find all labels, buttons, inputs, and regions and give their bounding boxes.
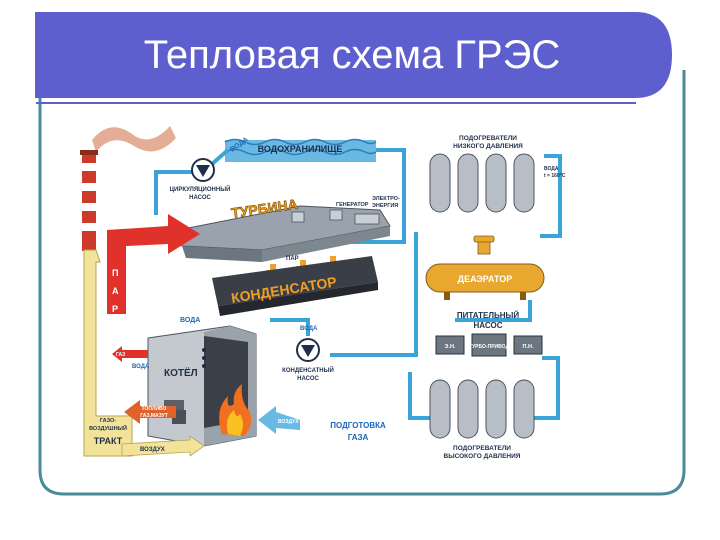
air-arrow-right: [258, 406, 300, 434]
hp-line1: ПОДОГРЕВАТЕЛИ: [453, 445, 511, 452]
gas-prep-line2: ГАЗА: [348, 433, 369, 442]
diagram: ВОДОХРАНИЛИЩЕ ВОДА ЦИРКУЛЯЦИОННЫЙ НАСОС: [80, 126, 566, 460]
water-temp-line2: t = 160°C: [544, 173, 566, 179]
deaerator: ДЕАЭРАТОР: [425, 235, 545, 300]
fuel-arrow: [124, 400, 176, 424]
steam-label-p: П: [112, 268, 118, 278]
lp-line2: НИЗКОГО ДАВЛЕНИЯ: [453, 143, 523, 150]
smoke: [92, 126, 176, 152]
tract-line2: ВОЗДУШНЫЙ: [89, 424, 127, 432]
reservoir: ВОДОХРАНИЛИЩЕ: [224, 138, 377, 162]
air-label: ВОЗДУХ: [278, 419, 299, 425]
lp-heaters: ПОДОГРЕВАТЕЛИ НИЗКОГО ДАВЛЕНИЯ ВОДА t = …: [429, 135, 566, 213]
steam-arrow: [107, 214, 200, 314]
hp-line2: ВЫСОКОГО ДАВЛЕНИЯ: [444, 453, 521, 460]
pump-box-2: ТУРБО-ПРИВОД: [469, 344, 509, 350]
fuel-line2: ГАЗ,МАЗУТ: [140, 413, 168, 419]
page-title: Тепловая схема ГРЭС: [144, 33, 561, 77]
title-banner: [35, 12, 672, 98]
feed-pump-line1: ПИТАТЕЛЬНЫЙ: [457, 311, 519, 320]
circ-pump-line1: ЦИРКУЛЯЦИОННЫЙ: [170, 185, 231, 193]
power-line1: ЭЛЕКТРО-: [372, 196, 400, 202]
lp-line1: ПОДОГРЕВАТЕЛИ: [459, 135, 517, 142]
steam-small-label: ПАР: [286, 256, 299, 262]
gas-prep-box: ПОДГОТОВКА ГАЗА: [318, 414, 392, 448]
feed-pump-line2: НАСОС: [474, 321, 503, 330]
cond-pump-line1: КОНДЕНСАТНЫЙ: [282, 366, 334, 374]
pump-box-1: Э.Н.: [445, 344, 456, 350]
tract-line1: ГАЗО-: [100, 418, 116, 424]
content-frame: [38, 70, 686, 496]
pump-box-3: П.Н.: [523, 344, 534, 350]
circulation-pump: ЦИРКУЛЯЦИОННЫЙ НАСОС: [170, 158, 231, 201]
reservoir-label: ВОДОХРАНИЛИЩЕ: [258, 144, 343, 154]
air-bottom-label: ВОЗДУХ: [140, 447, 165, 453]
water-mid-label: ВОДА: [180, 317, 200, 324]
circ-pump-line2: НАСОС: [189, 195, 211, 201]
fuel-line1: ТОПЛИВО: [142, 406, 167, 412]
hp-heaters: ПОДОГРЕВАТЕЛИ ВЫСОКОГО ДАВЛЕНИЯ: [429, 379, 535, 460]
boiler: КОТЁЛ: [147, 325, 257, 447]
steam-label-r: Р: [112, 304, 118, 314]
water-temp-line1: ВОДА: [544, 166, 559, 172]
tract-line3: ТРАКТ: [94, 436, 123, 446]
gas-prep-line1: ПОДГОТОВКА: [330, 421, 386, 430]
chimney: [80, 150, 98, 251]
power-line2: ЭНЕРГИЯ: [372, 203, 398, 209]
condensate-pump: КОНДЕНСАТНЫЙ НАСОС: [282, 338, 334, 382]
condenser: КОНДЕНСАТОР: [212, 256, 378, 316]
generator-label: ГЕНЕРАТОР: [336, 202, 369, 208]
gas-left-label: ГАЗ: [116, 352, 125, 358]
air-arrow-bottom: [121, 435, 205, 457]
water-pipes: [154, 148, 562, 420]
steam-label-a: А: [112, 286, 119, 296]
water-cond-label: ВОДА: [300, 326, 318, 332]
cond-pump-line2: НАСОС: [297, 376, 319, 382]
gas-air-tract: [83, 249, 133, 457]
water-steam-label: ВОДА: [132, 364, 150, 370]
deaerator-label: ДЕАЭРАТОР: [458, 274, 513, 284]
turbine: ТУРБИНА ГЕНЕРАТОР ЭЛЕКТРО- ЭНЕРГИЯ ПАР: [177, 196, 400, 262]
feed-pump: ПИТАТЕЛЬНЫЙ НАСОС Э.Н. ТУРБО-ПРИВОД П.Н.: [435, 311, 543, 357]
boiler-label: КОТЁЛ: [164, 366, 198, 379]
gas-left-arrow: [112, 346, 148, 362]
